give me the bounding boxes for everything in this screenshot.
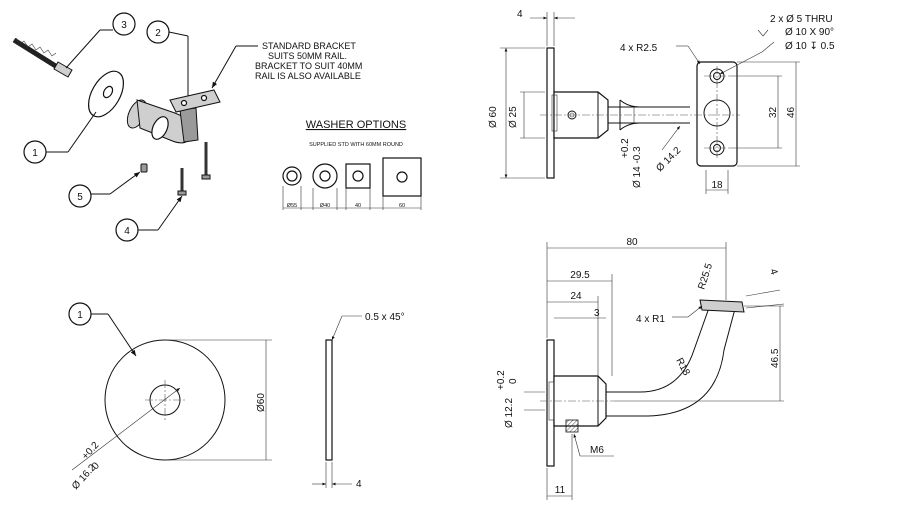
callout-3: 3 xyxy=(65,12,136,69)
grub-screw xyxy=(140,163,148,173)
svg-text:+0.2: +0.2 xyxy=(620,138,631,158)
svg-text:RAIL IS ALSO AVAILABLE: RAIL IS ALSO AVAILABLE xyxy=(255,71,361,81)
callout-4: 4 xyxy=(115,195,183,242)
svg-text:4 x R1: 4 x R1 xyxy=(636,314,665,325)
svg-text:0.5 x 45°: 0.5 x 45° xyxy=(365,312,405,323)
svg-text:+0.2: +0.2 xyxy=(80,440,102,462)
svg-text:80: 80 xyxy=(626,237,638,248)
svg-text:+0.2: +0.2 xyxy=(496,370,507,390)
svg-text:SUPPLIED STD WITH 60MM ROUND: SUPPLIED STD WITH 60MM ROUND xyxy=(309,142,403,148)
svg-text:3: 3 xyxy=(121,20,127,31)
svg-text:46: 46 xyxy=(786,106,797,118)
m6-thread xyxy=(565,419,579,433)
svg-text:29.5: 29.5 xyxy=(570,270,590,281)
top-view: 4 2 x Ø 5 THRU Ø 10 X 90° Ø 10 ↧ 0.5 4 x… xyxy=(488,9,835,194)
svg-text:60: 60 xyxy=(399,203,405,209)
svg-text:4: 4 xyxy=(767,268,779,277)
disc-edge xyxy=(325,339,333,461)
wall-screw xyxy=(12,37,73,78)
svg-text:Ø 10 X 90°: Ø 10 X 90° xyxy=(785,27,834,38)
svg-text:0: 0 xyxy=(90,460,102,472)
bracket-screws xyxy=(177,142,211,196)
svg-text:Ø 14.2: Ø 14.2 xyxy=(654,145,683,174)
svg-text:BRACKET TO SUIT 40MM: BRACKET TO SUIT 40MM xyxy=(255,61,362,71)
svg-text:Ø 25: Ø 25 xyxy=(508,106,519,128)
washer-square-40 xyxy=(345,163,371,189)
washer-options-title: WASHER OPTIONS xyxy=(306,119,406,131)
svg-text:3: 3 xyxy=(594,308,600,319)
svg-text:Ø 60: Ø 60 xyxy=(488,106,499,128)
exploded-assembly: 3 2 1 5 4 xyxy=(12,12,221,242)
svg-text:STANDARD BRACKET: STANDARD BRACKET xyxy=(262,41,356,51)
bracket-note: STANDARD BRACKET SUITS 50MM RAIL. BRACKE… xyxy=(211,41,362,89)
svg-text:Ø 16.2: Ø 16.2 xyxy=(70,462,99,492)
svg-text:1: 1 xyxy=(77,310,83,321)
svg-text:5: 5 xyxy=(77,192,83,203)
svg-text:Ø 12.2: Ø 12.2 xyxy=(504,398,515,428)
bracket-body xyxy=(126,89,221,144)
svg-text:11: 11 xyxy=(555,485,566,496)
svg-text:32: 32 xyxy=(768,106,779,118)
svg-text:40: 40 xyxy=(355,203,361,209)
svg-text:SUITS 50MM RAIL.: SUITS 50MM RAIL. xyxy=(268,51,347,61)
svg-text:2: 2 xyxy=(155,28,161,39)
svg-text:4: 4 xyxy=(124,226,130,237)
svg-text:Ø 14 -0.3: Ø 14 -0.3 xyxy=(632,146,643,188)
svg-text:1: 1 xyxy=(32,148,38,159)
svg-text:R25.5: R25.5 xyxy=(696,262,715,291)
svg-text:4: 4 xyxy=(517,9,523,20)
callout-1: 1 xyxy=(23,111,97,164)
svg-text:Ø55: Ø55 xyxy=(287,203,297,209)
washer-options: WASHER OPTIONS SUPPLIED STD WITH 60MM RO… xyxy=(282,119,422,210)
svg-text:46.5: 46.5 xyxy=(770,348,781,368)
svg-text:2 x Ø 5 THRU: 2 x Ø 5 THRU xyxy=(770,14,833,25)
callout-5: 5 xyxy=(68,171,141,208)
svg-text:18: 18 xyxy=(711,180,723,191)
disc-view: Ø60 +0.2 0 Ø 16.2 1 0.5 x 45° 4 xyxy=(68,302,405,492)
callout-1-disc: 1 xyxy=(68,302,137,357)
side-view: 80 29.5 24 3 R25.5 4 4 x R1 R18 46.5 +0.… xyxy=(496,237,785,500)
svg-text:R18: R18 xyxy=(673,356,692,378)
svg-text:0: 0 xyxy=(508,378,519,384)
svg-text:24: 24 xyxy=(570,291,582,302)
svg-text:Ø60: Ø60 xyxy=(256,393,267,412)
svg-text:M6: M6 xyxy=(590,445,604,456)
svg-text:4 x R2.5: 4 x R2.5 xyxy=(620,43,658,54)
svg-text:Ø 10 ↧ 0.5: Ø 10 ↧ 0.5 xyxy=(785,41,835,52)
callout-2: 2 xyxy=(146,20,189,96)
svg-text:4: 4 xyxy=(356,479,362,490)
svg-text:Ø40: Ø40 xyxy=(320,203,330,209)
